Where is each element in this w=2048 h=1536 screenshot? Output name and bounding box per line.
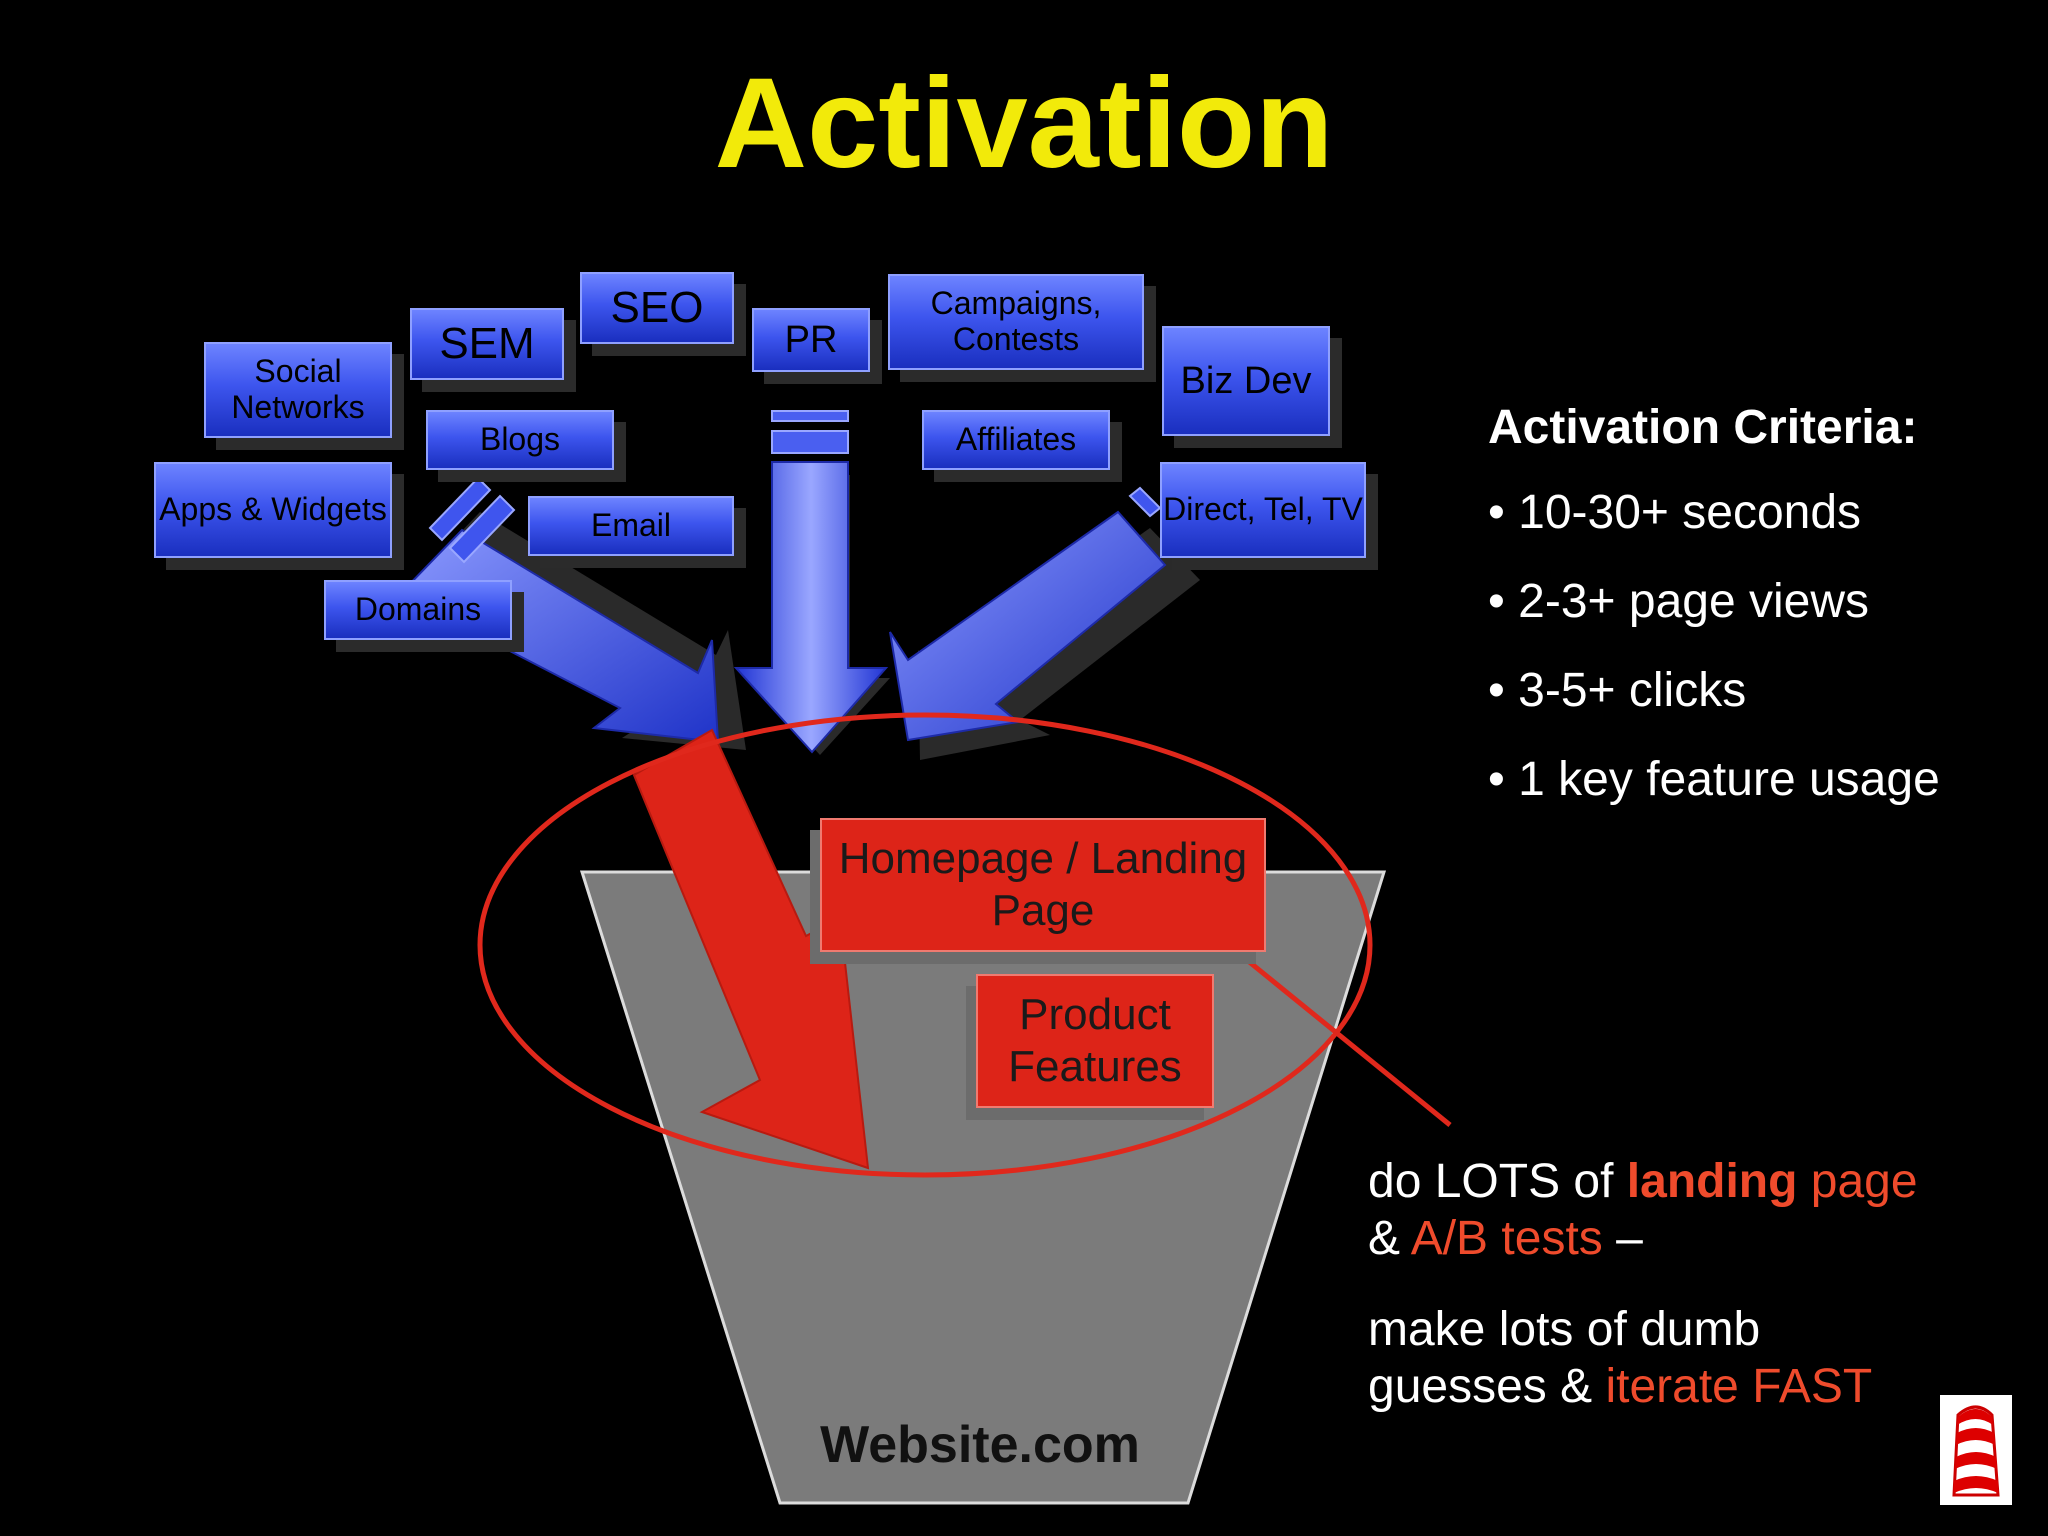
note-line-4: guesses & iterate FAST [1368, 1359, 1872, 1416]
source-seo: SEO [580, 272, 734, 344]
note-block-1: do LOTS of landing page & A/B tests – [1368, 1154, 1918, 1267]
note-line-1: do LOTS of landing page [1368, 1154, 1918, 1211]
note-text: do LOTS of [1368, 1155, 1627, 1208]
criteria-item: • 10-30+ seconds [1488, 486, 1862, 539]
note-block-2: make lots of dumb guesses & iterate FAST [1368, 1302, 1872, 1415]
note-accent: landing [1626, 1155, 1798, 1208]
product-features-box: Product Features [976, 974, 1214, 1108]
source-affiliates: Affiliates [922, 410, 1110, 470]
source-email: Email [528, 496, 734, 556]
note-accent: page [1797, 1155, 1918, 1208]
note-text: guesses & [1368, 1359, 1606, 1413]
criteria-item: • 3-5+ clicks [1488, 664, 1747, 717]
pointer-line [1208, 928, 1452, 1127]
source-domains: Domains [324, 580, 512, 640]
note-accent: iterate FAST [1605, 1359, 1873, 1413]
arrow-red [632, 728, 870, 1170]
slide-title: Activation [714, 52, 1334, 195]
website-label: Website.com [820, 1416, 1140, 1474]
criteria-item: • 2-3+ page views [1488, 575, 1870, 628]
note-accent: A/B tests [1410, 1211, 1603, 1265]
source-apps-widgets: Apps & Widgets [154, 462, 392, 558]
source-pr: PR [752, 308, 870, 372]
criteria-item: • 1 key feature usage [1488, 753, 1940, 806]
note-line-2: & A/B tests – [1368, 1211, 1918, 1268]
source-social-networks: Social Networks [204, 342, 392, 438]
source-biz-dev: Biz Dev [1162, 326, 1330, 436]
website-funnel [579, 870, 1387, 1505]
note-line-3: make lots of dumb [1368, 1303, 1761, 1356]
source-sem: SEM [410, 308, 564, 380]
homepage-landing-page-box: Homepage / Landing Page [820, 818, 1266, 952]
source-campaigns: Campaigns, Contests [888, 274, 1144, 370]
arrow-right-blue [889, 510, 1167, 742]
note-text: – [1602, 1211, 1643, 1265]
cat-in-the-hat-icon [1940, 1395, 2012, 1505]
arrow-middle-blue [733, 461, 889, 754]
note-text: & [1368, 1211, 1411, 1265]
source-blogs: Blogs [426, 410, 614, 470]
source-direct-tel-tv: Direct, Tel, TV [1160, 462, 1366, 558]
criteria-heading: Activation Criteria: [1488, 401, 1918, 454]
activation-criteria: Activation Criteria: • 10-30+ seconds • … [1488, 400, 1940, 845]
highlight-ellipse [477, 712, 1373, 1178]
